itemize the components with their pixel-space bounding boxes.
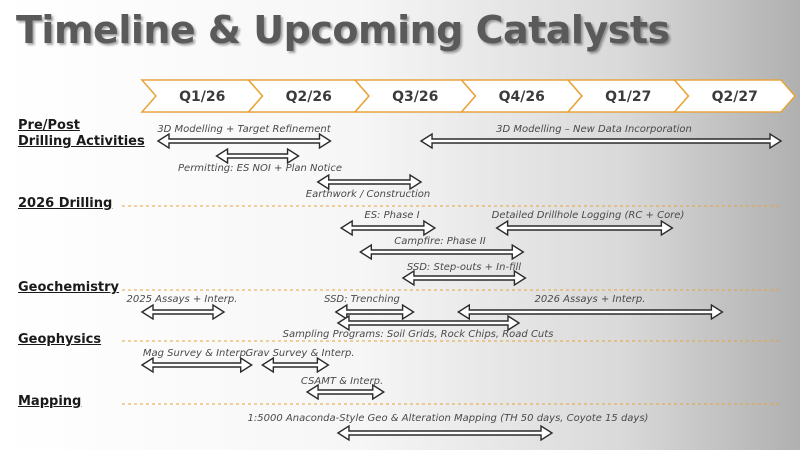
activity-bar: 1:5000 Anaconda-Style Geo & Alteration M… <box>248 413 649 442</box>
activity-label: ES: Phase I <box>364 210 419 221</box>
activity-bar: 2026 Assays + Interp. <box>457 294 724 321</box>
activity-label: 3D Modelling – New Data Incorporation <box>496 124 692 135</box>
activity-label: Detailed Drillhole Logging (RC + Core) <box>492 210 685 221</box>
activity-bar: CSAMT & Interp. <box>301 376 386 401</box>
activity-bar: Grav Survey & Interp. <box>245 348 355 374</box>
double-arrow <box>495 219 674 237</box>
category-2026-drilling: 2026 Drilling <box>18 196 113 211</box>
quarter-label: Q2/27 <box>712 89 758 105</box>
activity-label: SSD: Step-outs + In-fill <box>407 262 521 273</box>
quarter-label: Q1/26 <box>179 89 225 105</box>
quarter-chevron <box>672 79 796 113</box>
activity-label: Earthwork / Construction <box>306 189 430 200</box>
row-dividers <box>122 205 782 405</box>
double-arrow <box>401 269 527 287</box>
activity-label: Grav Survey & Interp. <box>245 348 354 359</box>
double-arrow <box>336 424 554 442</box>
category-geochemistry: Geochemistry <box>18 280 120 295</box>
activity-bar: Sampling Programs: Soil Grids, Rock Chip… <box>283 314 554 340</box>
activity-label: SSD: Trenching <box>324 294 400 305</box>
category-label-line1: Pre/Post <box>18 118 80 133</box>
quarter-chevrons: Q1/26 Q2/26 Q3/26 Q4/26 Q1/27 Q2/27 <box>140 79 796 113</box>
activity-bar: Detailed Drillhole Logging (RC + Core) <box>492 210 685 237</box>
page-title: Timeline & Upcoming Catalysts <box>16 8 670 52</box>
double-arrow <box>140 303 226 321</box>
activity-label: 2025 Assays + Interp. <box>127 294 238 305</box>
activity-bar: 2025 Assays + Interp. <box>127 294 238 321</box>
activity-bar: Campfire: Phase II <box>359 236 525 261</box>
activity-bar: ES: Phase I <box>339 210 437 237</box>
double-arrow <box>316 173 423 191</box>
quarter-label: Q1/27 <box>605 89 651 105</box>
category-pre-post-drilling: Pre/Post Drilling Activities <box>18 118 145 150</box>
quarter-label: Q4/26 <box>499 89 545 105</box>
activity-bar: Earthwork / Construction <box>306 173 430 200</box>
double-arrow <box>336 314 521 332</box>
double-arrow <box>457 303 724 321</box>
activity-label: 1:5000 Anaconda-Style Geo & Alteration M… <box>248 413 649 424</box>
double-arrow <box>334 303 415 321</box>
category-label-line2: Drilling Activities <box>18 134 145 149</box>
activity-label: Campfire: Phase II <box>394 236 485 247</box>
activity-bar: Permitting: ES NOI + Plan Notice <box>178 147 342 174</box>
double-arrow <box>140 356 253 374</box>
double-arrow <box>305 383 386 401</box>
double-arrow <box>215 147 300 165</box>
category-geophysics: Geophysics <box>18 332 102 347</box>
activity-bar: SSD: Trenching <box>324 294 415 321</box>
double-arrow <box>261 356 330 374</box>
category-mapping: Mapping <box>18 394 82 409</box>
quarter-label: Q2/26 <box>286 89 332 105</box>
double-arrow <box>419 132 783 150</box>
quarter-label: Q3/26 <box>392 89 438 105</box>
activity-bar: 3D Modelling + Target Refinement <box>156 124 332 150</box>
activity-bar: SSD: Step-outs + In-fill <box>401 262 527 287</box>
activity-label: CSAMT & Interp. <box>301 376 383 387</box>
activity-bars: 3D Modelling + Target Refinement 3D Model… <box>127 124 783 442</box>
activity-bar: Mag Survey & Interp. <box>140 348 253 374</box>
activity-bar: 3D Modelling – New Data Incorporation <box>419 124 783 150</box>
double-arrow <box>156 132 332 150</box>
double-arrow <box>339 219 437 237</box>
activity-label: Sampling Programs: Soil Grids, Rock Chip… <box>283 329 554 340</box>
activity-label: 2026 Assays + Interp. <box>535 294 646 305</box>
activity-label: 3D Modelling + Target Refinement <box>157 124 331 135</box>
activity-label: Permitting: ES NOI + Plan Notice <box>178 163 342 174</box>
activity-label: Mag Survey & Interp. <box>143 348 249 359</box>
double-arrow <box>359 243 525 261</box>
